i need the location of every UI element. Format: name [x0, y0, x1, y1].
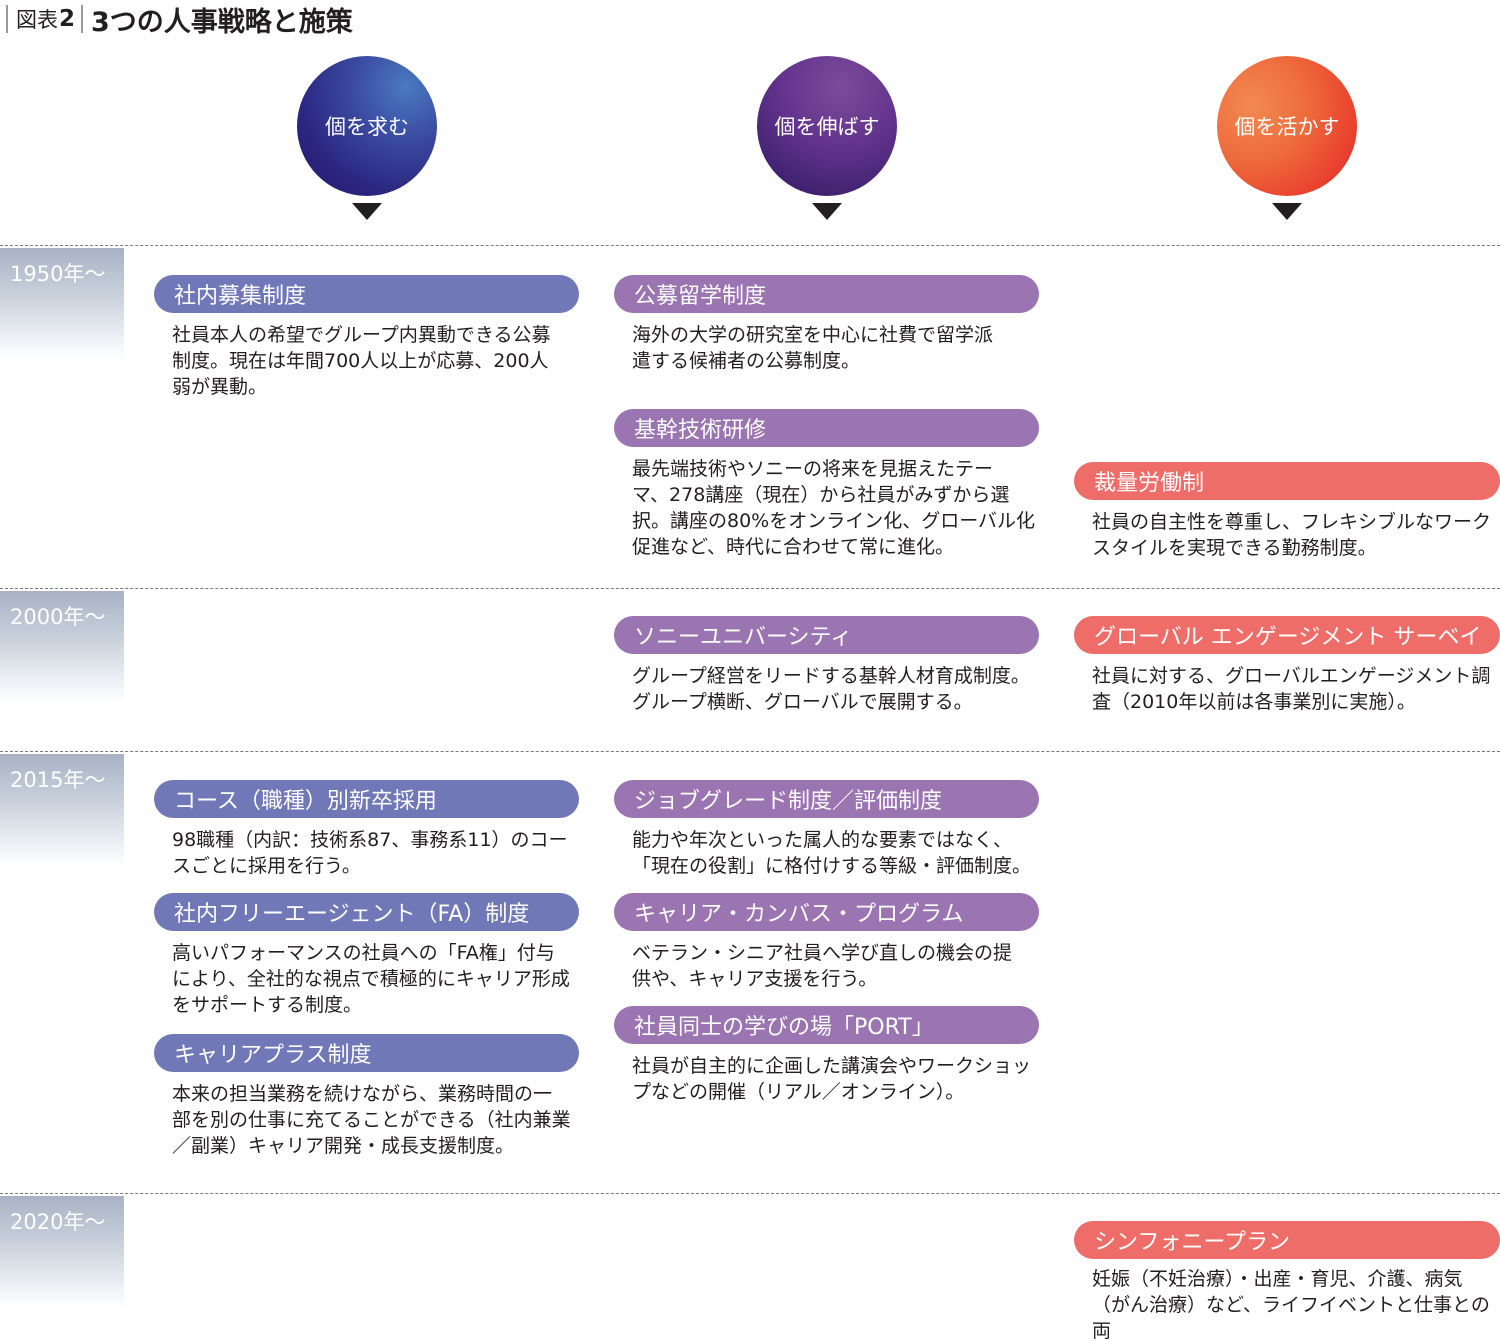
era-text: 2015年〜 [10, 768, 106, 792]
era-label-1950: 1950年〜 [0, 248, 124, 360]
strategy-circle-utilize: 個を活かす [1217, 56, 1357, 196]
era-label-2000: 2000年〜 [0, 591, 124, 703]
strategy-label: 個を活かす [1234, 115, 1340, 139]
era-text: 2000年〜 [10, 605, 106, 629]
item-title-career-plus: キャリアプラス制度 [154, 1034, 579, 1072]
item-desc-career-plus: 本来の担当業務を続けながら、業務時間の一 部を別の仕事に充てることができる（社内… [172, 1083, 571, 1157]
header-divider [81, 5, 84, 33]
strategy-circle-grow: 個を伸ばす [757, 56, 897, 196]
era-separator [0, 588, 1500, 589]
item-desc-job-grade: 能力や年次といった属人的な要素ではなく、 「現在の役割」に格付けする等級・評価制… [632, 829, 1032, 877]
item-desc-core-tech: 最先端技術やソニーの将来を見据えたテー マ、278講座（現在）から社員がみずから… [632, 458, 1036, 558]
era-separator [0, 751, 1500, 752]
item-desc-career-canvas: ベテラン・シニア社員へ学び直しの機会の提 供や、キャリア支援を行う。 [632, 942, 1013, 990]
item-title-recruit-internal: 社内募集制度 [154, 275, 579, 313]
item-desc-recruit-internal: 社員本人の希望でグループ内異動できる公募 制度。現在は年間700人以上が応募、2… [172, 324, 551, 398]
item-title-job-grade: ジョブグレード制度／評価制度 [614, 780, 1039, 818]
down-arrow-icon [812, 203, 842, 220]
item-desc-symphony-plan: 妊娠（不妊治療）・出産・育児、介護、病気 （がん治療）など、ライフイベントと仕事… [1092, 1268, 1490, 1341]
item-title-free-agent: 社内フリーエージェント（FA）制度 [154, 893, 579, 931]
item-desc-engagement-survey: 社員に対する、グローバルエンゲージメント調 査（2010年以前は各事業別に実施）… [1092, 665, 1491, 713]
item-title-core-tech: 基幹技術研修 [614, 409, 1039, 447]
figure-header: 図表 2 3つの人事戦略と施策 [6, 4, 353, 38]
item-title-port: 社員同士の学びの場「PORT」 [614, 1006, 1039, 1044]
item-desc-discretionary: 社員の自主性を尊重し、フレキシブルなワーク スタイルを実現できる勤務制度。 [1092, 511, 1492, 559]
item-title-discretionary: 裁量労働制 [1074, 462, 1500, 500]
item-title-engagement-survey: グローバル エンゲージメント サーベイ [1074, 616, 1500, 654]
era-text: 2020年〜 [10, 1210, 106, 1234]
era-text: 1950年〜 [10, 262, 106, 286]
down-arrow-icon [1272, 203, 1302, 220]
item-desc-port: 社員が自主的に企画した講演会やワークショッ プなどの開催（リアル／オンライン）。 [632, 1055, 1032, 1103]
item-desc-free-agent: 高いパフォーマンスの社員への「FA権」付与 により、全社的な視点で積極的にキャリ… [172, 942, 570, 1016]
strategy-label: 個を求む [325, 115, 409, 139]
item-desc-study-abroad: 海外の大学の研究室を中心に社費で留学派 遣する候補者の公募制度。 [632, 324, 994, 372]
header-bar [6, 5, 8, 33]
era-label-2020: 2020年〜 [0, 1196, 124, 1308]
item-title-symphony-plan: シンフォニープラン [1074, 1221, 1500, 1259]
down-arrow-icon [352, 203, 382, 220]
item-desc-sony-university: グループ経営をリードする基幹人材育成制度。 グループ横断、グローバルで展開する。 [632, 665, 1030, 713]
item-title-sony-university: ソニーユニバーシティ [614, 616, 1039, 654]
strategy-label: 個を伸ばす [774, 115, 880, 139]
figure-prefix: 図表 [16, 8, 58, 32]
figure-number: 2 [59, 6, 76, 32]
item-title-course-hiring: コース（職種）別新卒採用 [154, 780, 579, 818]
strategy-circle-seek: 個を求む [297, 56, 437, 196]
item-title-study-abroad: 公募留学制度 [614, 275, 1039, 313]
figure-title: 3つの人事戦略と施策 [91, 6, 353, 38]
era-separator [0, 245, 1500, 246]
era-label-2015: 2015年〜 [0, 754, 124, 866]
item-desc-course-hiring: 98職種（内訳：技術系87、事務系11）のコー スごとに採用を行う。 [172, 829, 568, 877]
era-separator [0, 1193, 1500, 1194]
item-title-career-canvas: キャリア・カンバス・プログラム [614, 893, 1039, 931]
